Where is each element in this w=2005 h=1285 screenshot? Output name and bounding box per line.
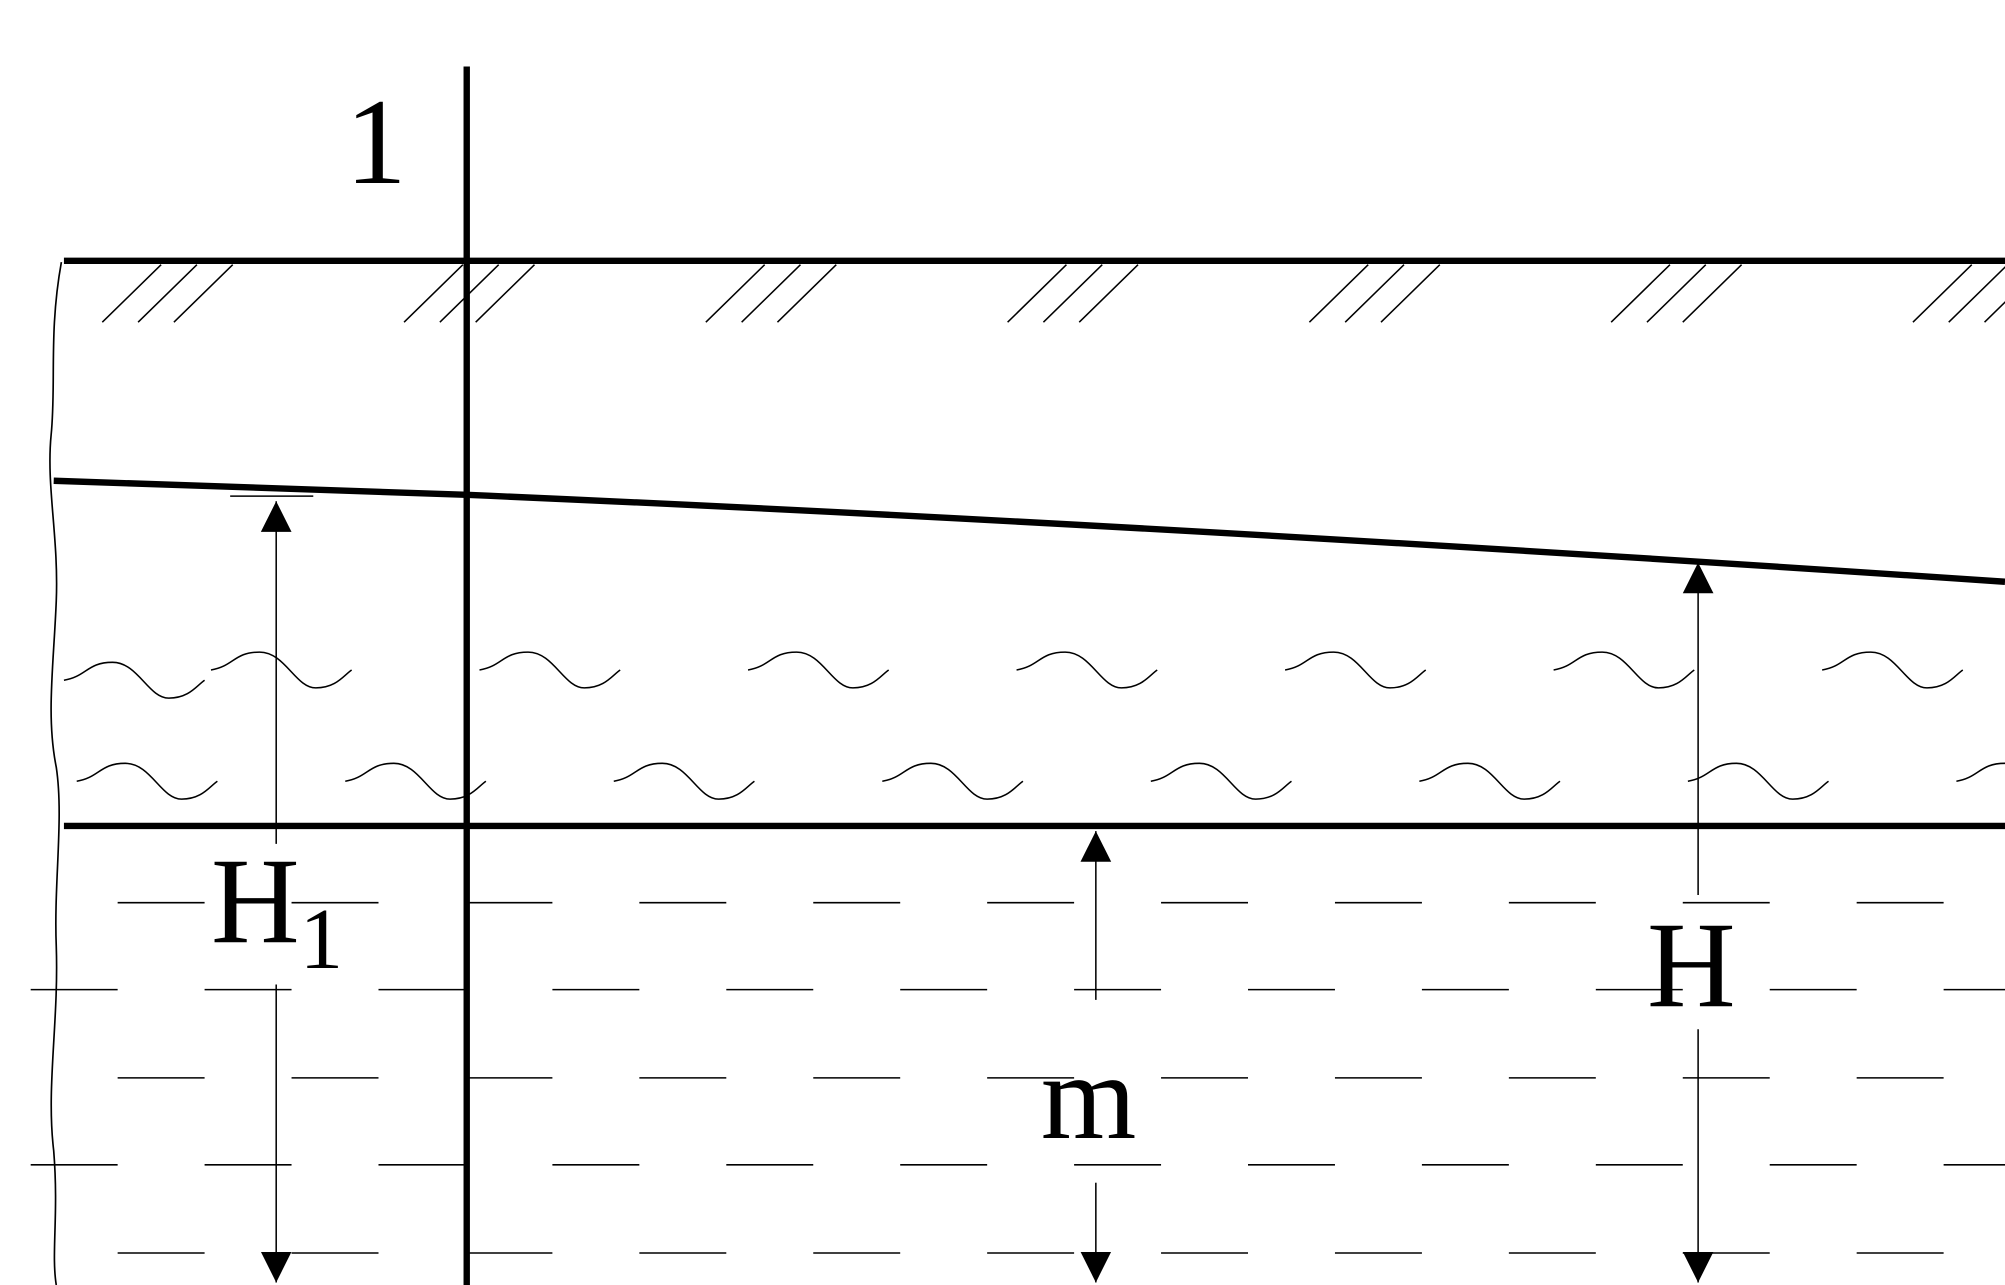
wave-symbol [1419,762,1561,800]
water-wave-symbols [63,651,2005,800]
wave-symbol [63,661,206,699]
wave-symbol [1016,651,1158,689]
hatch-stroke [1042,264,1103,323]
hatch-stroke [1308,264,1369,323]
left-break-line [49,261,63,1285]
hatch-stroke [1344,264,1405,323]
wave-symbol [1687,762,1829,800]
hatch-stroke [1610,264,1671,323]
hatch-stroke [1007,264,1067,323]
h1-label: H1 [211,833,343,987]
wave-symbol [479,651,621,689]
hatch-stroke [1912,264,1973,323]
hatch-stroke [403,264,464,323]
section-label: 1 [345,74,406,210]
wave-symbol [882,762,1024,800]
wave-symbol [747,651,890,689]
h1-dimension [230,495,314,1283]
hatch-stroke [1646,264,1707,323]
hatch-stroke [475,264,536,323]
h1-label-main: H [211,833,300,969]
hatch-stroke [776,264,837,323]
wave-symbol [1956,762,2005,782]
wave-symbol [1822,651,1964,689]
hatch-stroke [101,264,162,323]
wave-symbol [613,762,755,800]
wave-symbol [1284,651,1427,689]
hatch-stroke [173,264,234,323]
hatch-stroke [1682,264,1743,323]
h-label: H [1647,897,1736,1033]
h1-label-subscript: 1 [300,891,343,987]
wave-symbol [76,762,218,800]
wave-symbol [1553,651,1695,689]
wave-symbol [210,651,353,689]
hatch-stroke [1380,264,1441,323]
hatch-stroke [1948,266,2005,323]
wave-symbol [345,762,487,800]
hatch-stroke [705,264,766,323]
hatch-stroke [137,264,198,323]
ground-hatching [101,264,2005,323]
wave-symbol [1150,762,1292,800]
hatch-stroke [1078,264,1139,323]
hatch-stroke [1984,301,2005,323]
hatch-stroke [741,264,802,323]
water-table-line [53,477,2005,585]
m-label: m [1041,1029,1136,1165]
